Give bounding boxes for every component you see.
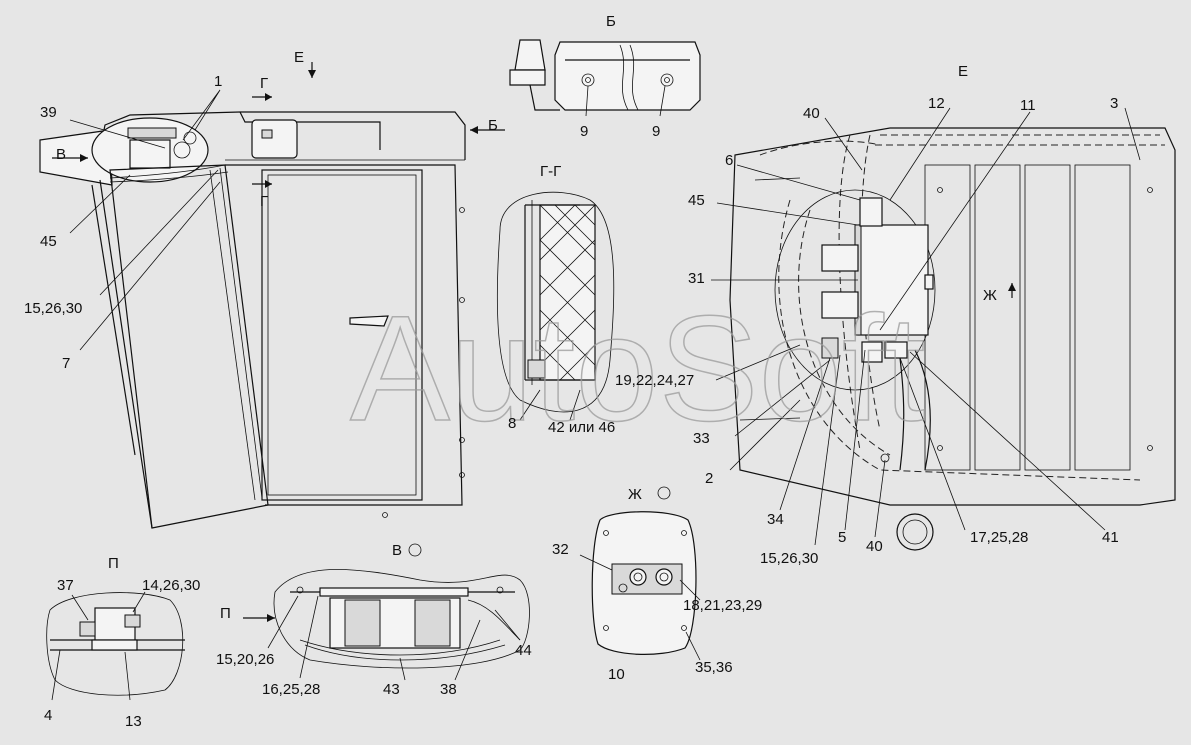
watermark: AutoSoft [350, 284, 925, 452]
label-gg-title: Г-Г [540, 163, 561, 180]
labels: Б Е Г Г Б В Е Г-Г Ж Ж В П П 1 39 45 15,2… [24, 13, 1119, 730]
callout-40a: 40 [803, 105, 820, 122]
callout-7: 7 [62, 355, 70, 372]
callout-44: 44 [515, 642, 532, 659]
callout-19-22-24-27: 19,22,24,27 [615, 372, 694, 389]
callout-11: 11 [1020, 97, 1036, 114]
label-zh-title: Ж [628, 486, 642, 503]
callout-18-21-23-29: 18,21,23,29 [683, 597, 762, 614]
callout-17-25-28: 17,25,28 [970, 529, 1028, 546]
callout-8: 8 [508, 415, 516, 432]
callout-41: 41 [1102, 529, 1119, 546]
callout-43: 43 [383, 681, 400, 698]
callout-9b: 9 [652, 123, 660, 140]
view-b [509, 39, 701, 117]
callout-45: 45 [40, 233, 57, 250]
callout-35-36: 35,36 [695, 659, 733, 676]
callout-32: 32 [552, 541, 569, 558]
callout-45r: 45 [688, 192, 705, 209]
label-v-arrow: В [56, 146, 66, 163]
callout-9a: 9 [580, 123, 588, 140]
callout-3: 3 [1110, 95, 1118, 112]
label-e-right-title: Е [958, 63, 968, 80]
callout-31: 31 [688, 270, 705, 287]
label-v-title: В [392, 542, 402, 559]
callout-5: 5 [838, 529, 846, 546]
label-b-arrow: Б [488, 117, 498, 134]
callout-38: 38 [440, 681, 457, 698]
section-g-g [497, 191, 615, 421]
callout-15-26-30r: 15,26,30 [760, 550, 818, 567]
callout-4: 4 [44, 707, 52, 724]
label-g-top: Г [260, 75, 268, 92]
callout-6: 6 [725, 152, 733, 169]
label-e-left: Е [294, 49, 304, 66]
callout-40b: 40 [866, 538, 883, 555]
callout-15-20-26: 15,20,26 [216, 651, 274, 668]
callout-13: 13 [125, 713, 142, 730]
label-zh-arrow: Ж [983, 287, 997, 304]
label-p-title: П [108, 555, 119, 572]
view-zh [579, 486, 701, 661]
callout-16-25-28: 16,25,28 [262, 681, 320, 698]
view-p [46, 591, 185, 701]
callout-42-46: 42 или 46 [548, 419, 615, 436]
callout-2: 2 [705, 470, 713, 487]
cab-side-view [39, 62, 505, 529]
callout-37: 37 [57, 577, 74, 594]
view-v [243, 543, 530, 681]
callout-15-26-30: 15,26,30 [24, 300, 82, 317]
label-g-bottom: Г [260, 193, 268, 210]
callout-10: 10 [608, 666, 625, 683]
callout-33: 33 [693, 430, 710, 447]
view-e [711, 107, 1176, 551]
label-p-arrow: П [220, 605, 231, 622]
label-b-title: Б [606, 13, 616, 30]
callout-12: 12 [928, 95, 945, 112]
callout-14-26-30: 14,26,30 [142, 577, 200, 594]
callout-1: 1 [214, 73, 222, 90]
callout-39: 39 [40, 104, 57, 121]
callout-34: 34 [767, 511, 784, 528]
